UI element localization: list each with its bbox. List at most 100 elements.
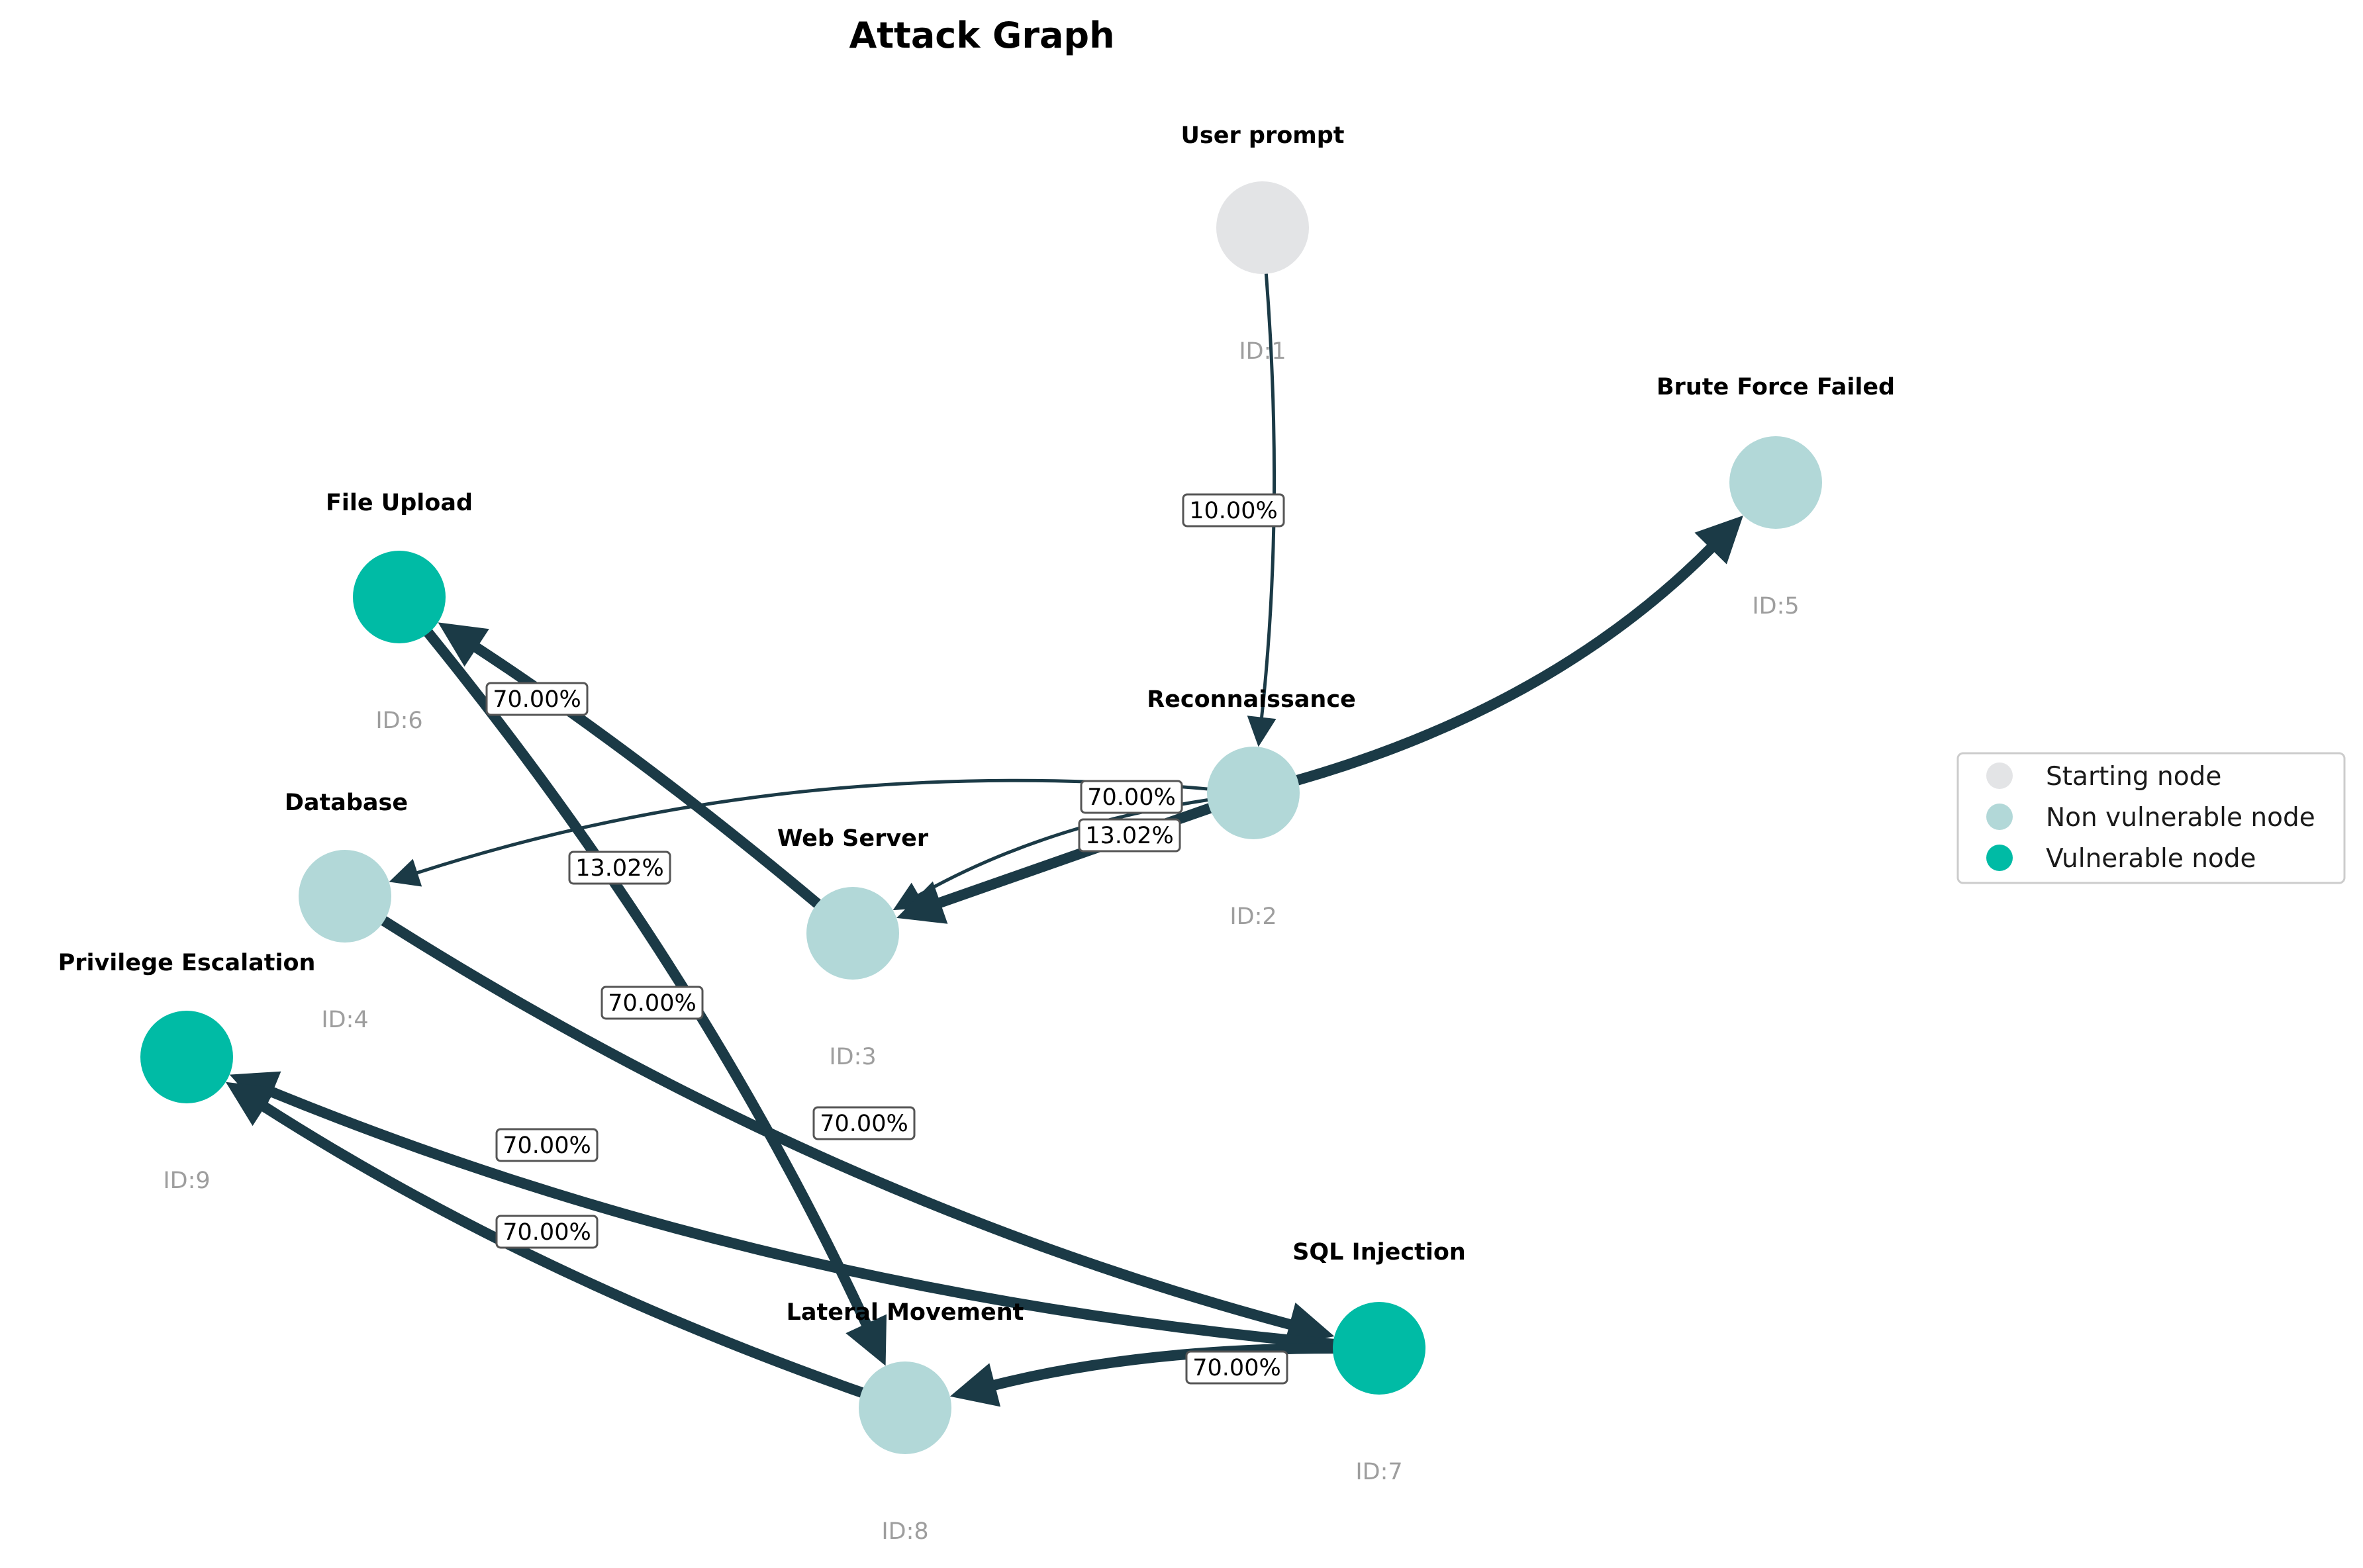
node-circle — [1207, 747, 1300, 839]
edge-label-box — [1080, 780, 1183, 814]
legend-label: Starting node — [2046, 762, 2221, 792]
edge-label: 70.00% — [495, 1128, 599, 1162]
edge-label-box — [568, 851, 671, 885]
node-circle — [1216, 181, 1309, 274]
node-id-label: ID:4 — [321, 1007, 368, 1033]
edges-layer — [225, 272, 1743, 1407]
node-circle — [859, 1361, 951, 1454]
node-id-label: ID:7 — [1355, 1459, 1402, 1485]
edge-arrowhead — [1694, 515, 1743, 565]
edge-line — [256, 1099, 867, 1398]
edge-arrowhead — [845, 1314, 887, 1366]
legend-marker — [1986, 845, 2013, 871]
edge-arrowhead — [1247, 715, 1277, 747]
node-id-label: ID:5 — [1752, 593, 1799, 620]
edge-label-box — [495, 1215, 599, 1249]
edge-4-to-7 — [379, 915, 1335, 1346]
edge-label: 70.00% — [812, 1106, 916, 1140]
edge-arrowhead — [1283, 1303, 1335, 1346]
edge-7-to-8 — [949, 1343, 1338, 1407]
edge-label-text: 70.00% — [1087, 784, 1175, 811]
node-label: Web Server — [777, 825, 929, 852]
node-circle — [1729, 436, 1822, 529]
edge-label: 10.00% — [1182, 493, 1285, 528]
node-id-label: ID:2 — [1230, 903, 1277, 930]
edge-2-to-3 — [892, 798, 1210, 911]
node-id-label: ID:1 — [1239, 338, 1286, 365]
edge-line — [379, 915, 1299, 1331]
node-id-label: ID:6 — [375, 708, 422, 734]
edge-label-text: 70.00% — [1192, 1355, 1280, 1381]
edge-label-text: 13.02% — [575, 855, 663, 882]
edge-line — [1292, 540, 1719, 786]
edge-line — [263, 1085, 1339, 1350]
legend-frame — [1956, 752, 2346, 884]
node-circle — [140, 1011, 233, 1103]
edge-line — [423, 627, 873, 1333]
edge-2-to-5 — [1292, 515, 1743, 786]
node-label: User prompt — [1181, 122, 1344, 149]
edge-label-text: 70.00% — [493, 686, 581, 713]
edge-labels-layer: 10.00% 70.00% 13.02% 13.02% 70.00% 70.00% 70.0… — [485, 493, 1288, 1385]
edge-arrowhead — [438, 622, 489, 667]
node-id-label: ID:3 — [829, 1044, 876, 1070]
edge-arrowhead — [389, 858, 422, 887]
edge-label-box — [1078, 818, 1181, 853]
legend-item-non-vulnerable: Non vulnerable node — [1986, 803, 2315, 833]
edge-label-box — [1185, 1350, 1288, 1385]
edge-label-box — [495, 1128, 599, 1162]
legend-label: Non vulnerable node — [2046, 803, 2315, 833]
node-circle — [1333, 1302, 1425, 1395]
legend-label: Vulnerable node — [2046, 844, 2256, 874]
edge-label: 70.00% — [1185, 1350, 1288, 1385]
edge-label: 70.00% — [495, 1215, 599, 1249]
graph-title: Attack Graph — [849, 15, 1114, 56]
edge-label-text: 70.00% — [820, 1111, 908, 1137]
edge-label-box — [485, 682, 589, 716]
legend-item-vulnerable: Vulnerable node — [1986, 844, 2256, 874]
node-label: Reconnaissance — [1147, 686, 1356, 713]
edge-7-to-9 — [229, 1071, 1339, 1350]
legend-marker — [1986, 804, 2013, 830]
legend-item-starting: Starting node — [1986, 762, 2221, 792]
edge-label-box — [812, 1106, 916, 1140]
edge-arrowhead — [949, 1363, 1001, 1407]
edge-label-text: 70.00% — [503, 1132, 591, 1159]
node-circle — [806, 887, 899, 980]
node-label: SQL Injection — [1292, 1239, 1466, 1266]
edge-label: 70.00% — [485, 682, 589, 716]
edge-label: 13.02% — [568, 851, 671, 885]
legend-marker — [1986, 762, 2013, 789]
node-id-label: ID:9 — [163, 1168, 210, 1194]
edge-8-to-9 — [225, 1082, 867, 1398]
edge-label-text: 13.02% — [1085, 823, 1173, 849]
edge-label: 13.02% — [1078, 818, 1181, 853]
node-id-label: ID:8 — [881, 1518, 928, 1545]
node-circle — [353, 551, 446, 643]
node-label: Database — [285, 790, 408, 816]
edge-6-to-8 — [423, 627, 887, 1366]
node-label: Brute Force Failed — [1657, 374, 1895, 400]
node-label: File Upload — [326, 490, 473, 516]
edge-label-text: 70.00% — [503, 1219, 591, 1246]
edge-3-to-6 — [438, 622, 823, 909]
edge-arrowhead — [896, 881, 948, 924]
edge-label-box — [1182, 493, 1285, 528]
edge-label-box — [601, 986, 704, 1020]
edge-label-text: 10.00% — [1189, 498, 1277, 524]
edge-label: 70.00% — [1080, 780, 1183, 814]
node-label: Lateral Movement — [787, 1299, 1024, 1326]
node-circle — [299, 850, 391, 943]
